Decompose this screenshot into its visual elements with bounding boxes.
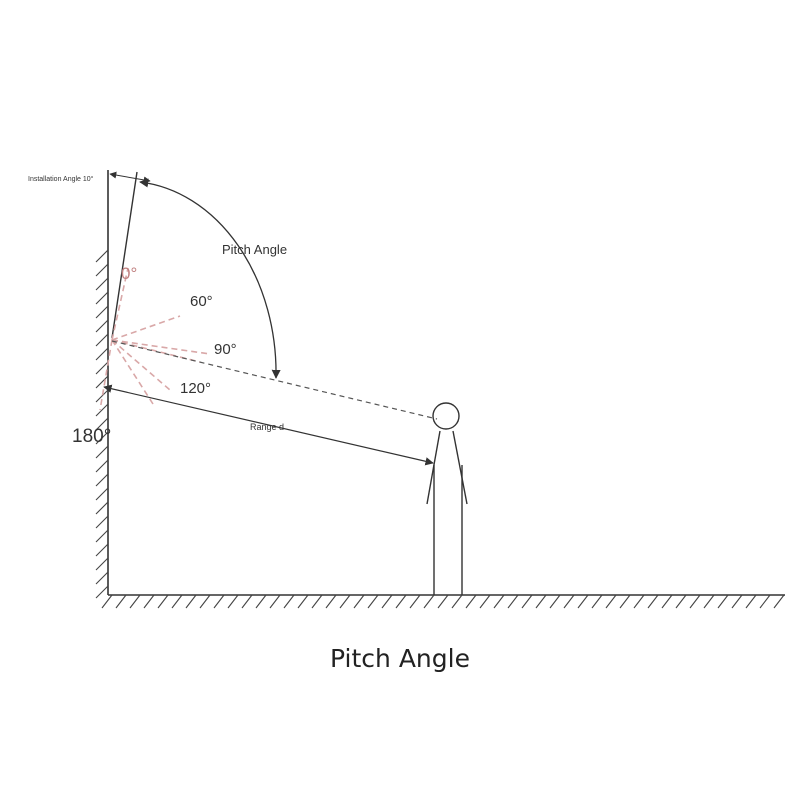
ground-hatch-mark: [703, 594, 715, 609]
ground-hatch-mark: [423, 594, 435, 609]
ground-hatching: [101, 594, 785, 609]
person-right-arm: [452, 430, 468, 505]
wall-hatch-mark: [95, 249, 109, 263]
ground-hatch-mark: [101, 594, 113, 609]
installation-dimension-line: [109, 171, 151, 184]
ground-hatch-mark: [591, 594, 603, 609]
ground-hatch-mark: [745, 594, 757, 609]
wall-hatch-mark: [95, 305, 109, 319]
ground-hatch-mark: [563, 594, 575, 609]
ground-hatch-mark: [647, 594, 659, 609]
ground-hatch-mark: [619, 594, 631, 609]
wall-hatch-mark: [95, 333, 109, 347]
ground-hatch-mark: [437, 594, 449, 609]
wall-hatch-mark: [95, 347, 109, 361]
wall-hatch-mark: [95, 487, 109, 501]
ground-hatch-mark: [325, 594, 337, 609]
wall-hatching: [95, 249, 109, 599]
diagram-caption: Pitch Angle: [330, 644, 470, 673]
angle-180-label: 180°: [72, 426, 111, 447]
ground-hatch-mark: [213, 594, 225, 609]
ground-hatch-mark: [381, 594, 393, 609]
ground-hatch-mark: [171, 594, 183, 609]
wall-hatch-mark: [95, 375, 109, 389]
ground-hatch-mark: [675, 594, 687, 609]
wall-hatch-mark: [95, 543, 109, 557]
wall-hatch-mark: [95, 557, 109, 571]
wall-hatch-mark: [95, 473, 109, 487]
ground-hatch-mark: [731, 594, 743, 609]
ground-hatch-mark: [493, 594, 505, 609]
ray-0-deg: [111, 267, 129, 341]
person-head: [432, 402, 460, 430]
ground-hatch-mark: [689, 594, 701, 609]
ground-hatch-mark: [255, 594, 267, 609]
ground-hatch-mark: [115, 594, 127, 609]
angle-0-label: 0°: [121, 264, 137, 283]
ground-hatch-mark: [549, 594, 561, 609]
ground-hatch-mark: [143, 594, 155, 609]
wall-hatch-mark: [95, 515, 109, 529]
ground-hatch-mark: [185, 594, 197, 609]
wall-hatch-mark: [95, 529, 109, 543]
wall-hatch-mark: [95, 571, 109, 585]
wall-hatch-mark: [95, 277, 109, 291]
angle-60-label: 60°: [190, 293, 213, 310]
pitch-angle-arc: [139, 178, 281, 379]
ground-hatch-mark: [227, 594, 239, 609]
ground-hatch-mark: [129, 594, 141, 609]
ground-hatch-mark: [773, 594, 785, 609]
ground-hatch-mark: [241, 594, 253, 609]
sightline-to-target: [111, 340, 438, 420]
pitch-angle-label: Pitch Angle: [222, 242, 287, 257]
ground-hatch-mark: [157, 594, 169, 609]
ground-hatch-mark: [339, 594, 351, 609]
wall-hatch-mark: [95, 263, 109, 277]
ground-hatch-mark: [353, 594, 365, 609]
ground-hatch-mark: [661, 594, 673, 609]
ground-hatch-mark: [395, 594, 407, 609]
angle-120-label: 120°: [180, 380, 211, 397]
ground-hatch-mark: [269, 594, 281, 609]
range-dimension-line: [103, 384, 434, 466]
ground-hatch-mark: [507, 594, 519, 609]
ground-hatch-mark: [577, 594, 589, 609]
ground-hatch-mark: [521, 594, 533, 609]
ground-hatch-mark: [311, 594, 323, 609]
wall-hatch-mark: [95, 291, 109, 305]
ground-hatch-mark: [451, 594, 463, 609]
ground-hatch-mark: [633, 594, 645, 609]
ground-hatch-mark: [283, 594, 295, 609]
wall-hatch-mark: [95, 403, 109, 417]
ground-hatch-mark: [409, 594, 421, 609]
ground-hatch-mark: [465, 594, 477, 609]
wall-hatch-mark: [95, 585, 109, 599]
ground-hatch-mark: [717, 594, 729, 609]
wall-hatch-mark: [95, 361, 109, 375]
installation-angle-label: Installation Angle 10°: [28, 175, 94, 183]
wall-hatch-mark: [95, 319, 109, 333]
ground-hatch-mark: [479, 594, 491, 609]
wall-hatch-mark: [95, 459, 109, 473]
wall-hatch-mark: [95, 501, 109, 515]
ground-hatch-mark: [199, 594, 211, 609]
person-figure: [426, 402, 468, 595]
ground-hatch-mark: [759, 594, 771, 609]
range-label: Range d: [250, 422, 284, 432]
sensor-zero-axis: [111, 171, 138, 339]
ray-180-deg: [99, 339, 113, 411]
ray-120-deg: [111, 339, 171, 391]
ground-hatch-mark: [535, 594, 547, 609]
ground-hatch-mark: [367, 594, 379, 609]
ground-hatch-mark: [605, 594, 617, 609]
ray-60-deg: [111, 315, 181, 341]
ground-hatch-mark: [297, 594, 309, 609]
ray-150-deg: [111, 339, 154, 405]
wall-hatch-mark: [95, 445, 109, 459]
angle-90-label: 90°: [214, 341, 237, 358]
ray-90-deg-a: [111, 339, 211, 355]
